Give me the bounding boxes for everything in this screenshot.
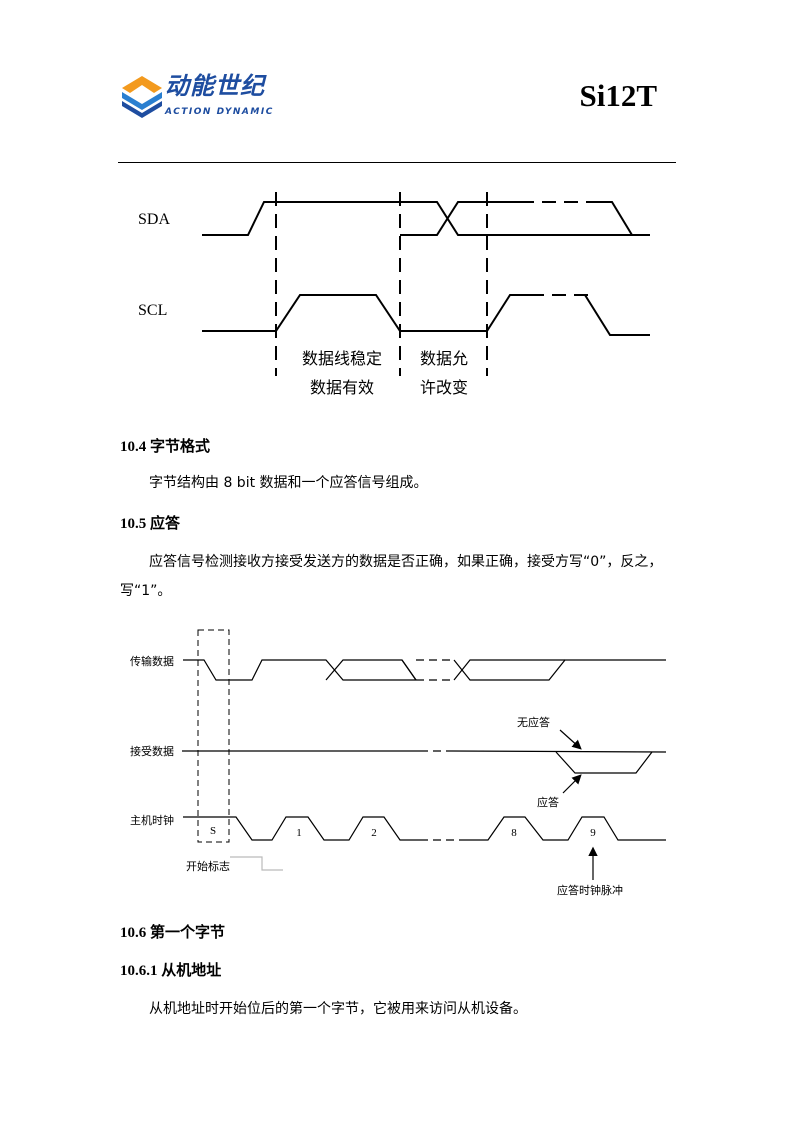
- logo-mark-icon: [122, 76, 162, 118]
- scl-label: SCL: [138, 302, 167, 319]
- tx-waveform-e: [453, 659, 565, 681]
- rx-ack-waveform: [555, 751, 653, 774]
- ack-arrow: [562, 774, 582, 794]
- tx-crossing: [401, 659, 417, 681]
- start-flag-label: 开始标志: [186, 859, 230, 873]
- sda-label: SDA: [138, 211, 170, 228]
- section-heading-10-6: 10.6 第一个字节: [120, 925, 226, 941]
- section-heading-10-4: 10.4 字节格式: [120, 439, 211, 455]
- ack-clock-pulse-label: 应答时钟脉冲: [557, 883, 623, 897]
- master-clock-label: 主机时钟: [130, 813, 174, 827]
- section-body-10-4: 字节结构由 8 bit 数据和一个应答信号组成。: [149, 475, 428, 491]
- scl-waveform-end: [584, 294, 650, 336]
- logo-english-name: ACTION DYNAMIC: [165, 107, 274, 117]
- section-heading-10-6-1: 10.6.1 从机地址: [120, 963, 222, 979]
- rx-waveform-end: [451, 750, 667, 753]
- stable-label-2: 数据有效: [310, 378, 374, 397]
- change-label-2: 许改变: [420, 378, 468, 397]
- logo-chinese-name: 动能世纪: [165, 72, 265, 100]
- ack-label: 应答: [537, 795, 559, 809]
- company-logo: [120, 74, 164, 118]
- nack-label: 无应答: [517, 715, 550, 729]
- sda-waveform-a: [202, 201, 650, 236]
- clock-pulse-number: 2: [371, 827, 377, 839]
- sda-waveform-b: [400, 201, 520, 236]
- clock-pulse-number: 8: [511, 827, 517, 839]
- clock-waveform-end: [460, 816, 666, 841]
- header-divider: [118, 162, 676, 163]
- nack-arrow: [559, 729, 582, 750]
- sda-scl-timing-diagram: SDA SCL 数据线稳定 数据有效 数据允 许改变: [138, 192, 650, 397]
- tx-waveform-c: [325, 659, 417, 681]
- start-label-bracket: [230, 856, 283, 871]
- section-body-10-5: 应答信号检测接收方接受发送方的数据是否正确，如果正确，接受方写“0”，反之，写“…: [120, 554, 663, 599]
- sda-waveform-b-end: [600, 201, 633, 236]
- model-number: Si12T: [579, 78, 657, 113]
- start-condition-box: [197, 629, 230, 843]
- section-body-10-6-1: 从机地址时开始位后的第一个字节，它被用来访问从机设备。: [149, 1001, 527, 1017]
- clock-waveform: [183, 816, 420, 841]
- section-heading-10-5: 10.5 应答: [120, 516, 181, 532]
- rx-data-label: 接受数据: [130, 744, 174, 758]
- clock-pulse-number: 1: [296, 827, 302, 839]
- acknowledge-timing-diagram: 传输数据 接受数据 主机时钟 开始标志 S 1 2 8 9 无应答 应答 应答时…: [130, 629, 667, 897]
- tx-waveform-a: [183, 659, 416, 681]
- scl-waveform: [202, 294, 530, 332]
- change-label-1: 数据允: [420, 349, 468, 368]
- tx-data-label: 传输数据: [130, 654, 174, 668]
- tx-waveform-d: [453, 659, 666, 681]
- start-mark: S: [210, 825, 216, 837]
- clock-pulse-number: 9: [590, 827, 596, 839]
- stable-label-1: 数据线稳定: [302, 349, 382, 368]
